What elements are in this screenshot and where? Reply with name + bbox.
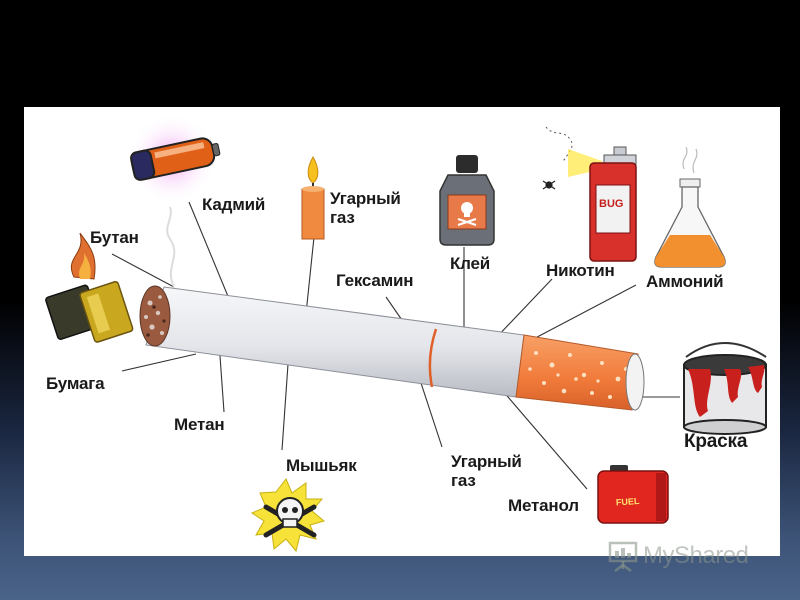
label-carbon-monoxide-top: Угарный газ [330, 189, 401, 227]
cigarette-icon [139, 285, 645, 411]
poison-bottle-icon [439, 155, 495, 246]
skull-crossbones-icon [250, 478, 326, 553]
label-butane: Бутан [90, 228, 139, 247]
fuel-can-text: FUEL [616, 496, 641, 508]
label-arsenic: Мышьяк [286, 456, 357, 475]
bug-spray-can-icon: BUG [542, 126, 637, 262]
lighter-icon [45, 232, 134, 343]
label-nicotine: Никотин [546, 261, 615, 280]
label-hexamine: Гексамин [336, 271, 414, 290]
battery-icon [127, 114, 221, 204]
label-glue: Клей [450, 254, 491, 273]
label-paint: Краска [684, 431, 748, 452]
watermark: MyShared [607, 539, 749, 573]
flask-icon [654, 146, 726, 268]
diagram-panel: BUG [24, 107, 780, 556]
smoke-wisp [166, 206, 176, 288]
label-carbon-monoxide-bottom: Угарный газ [451, 452, 522, 490]
paint-can-icon [683, 342, 767, 435]
watermark-text: MyShared [643, 542, 749, 569]
fuel-can-icon: FUEL [597, 465, 669, 524]
label-paper: Бумага [46, 374, 105, 393]
candle-icon [301, 156, 325, 240]
bug-can-text: BUG [599, 198, 623, 210]
label-methane: Метан [174, 415, 225, 434]
label-methanol: Метанол [508, 496, 579, 515]
label-ammonia: Аммоний [646, 272, 724, 291]
presentation-board-icon [608, 541, 638, 572]
cigarette-diagram: BUG [45, 114, 767, 553]
label-cadmium: Кадмий [202, 195, 266, 214]
